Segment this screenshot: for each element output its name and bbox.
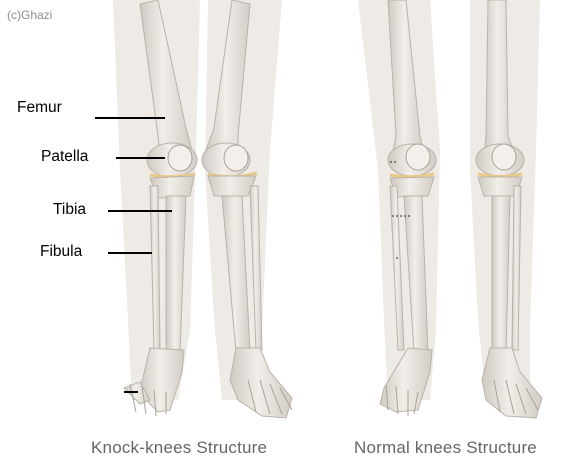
knock-knees-figure <box>113 0 292 418</box>
tibia-head-right <box>208 176 256 196</box>
normal-knees-figure <box>358 0 542 418</box>
fibula-label: Fibula <box>40 243 82 261</box>
knock-knees-caption: Knock-knees Structure <box>91 438 267 458</box>
foot-bones-right <box>230 348 292 418</box>
femur-label: Femur <box>17 99 62 117</box>
foot-bones-right <box>482 348 542 418</box>
tibia-label: Tibia <box>53 201 86 219</box>
patella-bone <box>406 144 430 170</box>
patella-bone-right <box>492 144 516 170</box>
patella-label: Patella <box>41 148 88 166</box>
copyright-text: (c)Ghazi <box>7 8 52 22</box>
patella-bone <box>168 145 192 171</box>
patella-bone-right <box>224 145 248 171</box>
normal-knees-caption: Normal knees Structure <box>354 438 537 458</box>
